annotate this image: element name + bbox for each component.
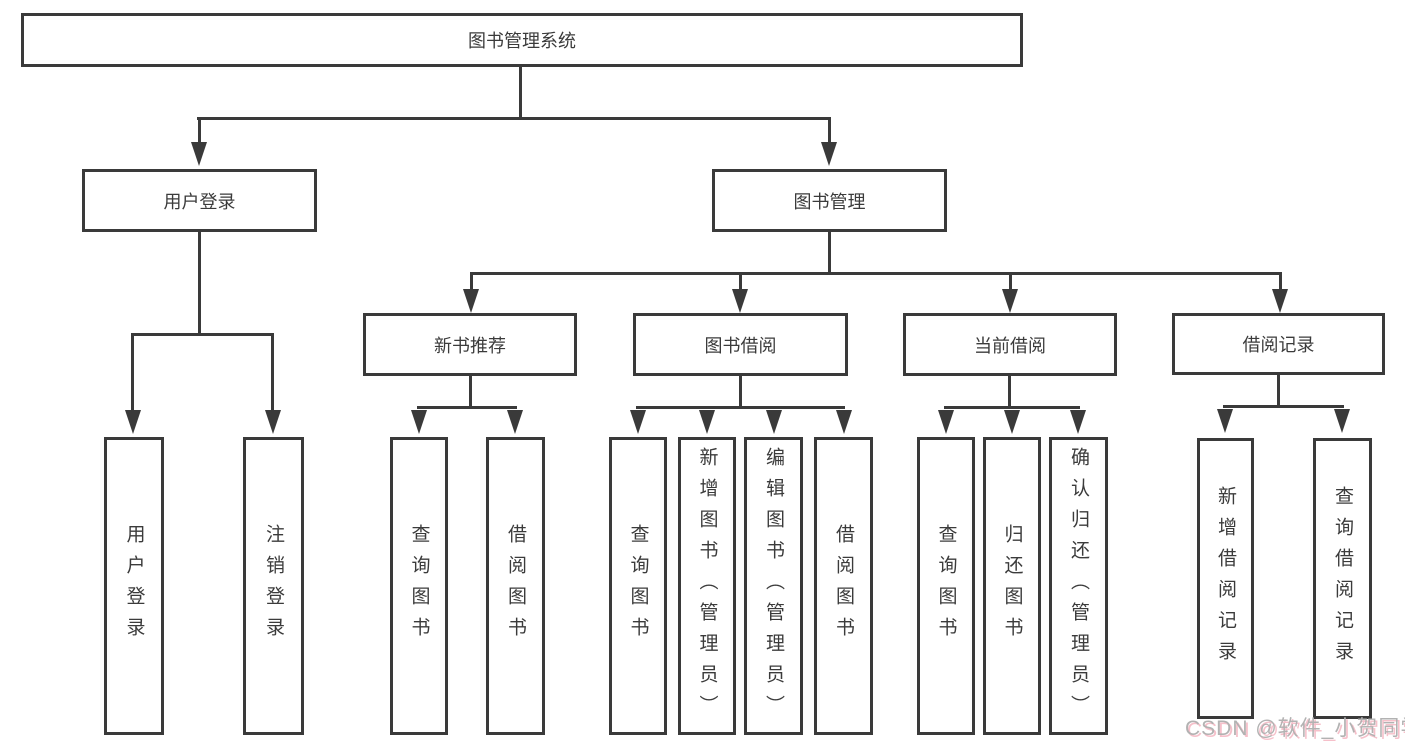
- node-borrow-record: 借阅记录: [1172, 313, 1385, 375]
- connector-line: [944, 406, 1080, 409]
- leaf-query-borrow-record: 查询借阅记录: [1313, 438, 1372, 719]
- arrow-down-icon: [125, 410, 141, 434]
- leaf-user-login: 用户登录: [104, 437, 164, 735]
- connector-line: [828, 232, 831, 275]
- arrow-down-icon: [265, 410, 281, 434]
- leaf-add-book-admin: 新增图书（管理员）: [678, 437, 736, 735]
- arrow-down-icon: [191, 142, 207, 166]
- arrow-down-icon: [1334, 409, 1350, 433]
- connector-line: [198, 120, 201, 143]
- leaf-confirm-return-admin: 确认归还（管理员）: [1049, 437, 1108, 735]
- connector-line: [197, 117, 831, 120]
- leaf-query-book-3: 查询图书: [917, 437, 975, 735]
- connector-line: [519, 67, 522, 120]
- leaf-edit-book-admin: 编辑图书（管理员）: [744, 437, 803, 735]
- connector-line: [198, 232, 201, 336]
- connector-line: [828, 120, 831, 143]
- node-root: 图书管理系统: [21, 13, 1023, 67]
- connector-line: [739, 275, 742, 290]
- leaf-return-book: 归还图书: [983, 437, 1041, 735]
- arrow-down-icon: [732, 289, 748, 313]
- connector-line: [1223, 405, 1344, 408]
- arrow-down-icon: [766, 410, 782, 434]
- leaf-query-book-1: 查询图书: [390, 437, 448, 735]
- csdn-watermark: CSDN @软件_小贺同学: [1185, 717, 1405, 740]
- leaf-query-book-2: 查询图书: [609, 437, 667, 735]
- arrow-down-icon: [1272, 289, 1288, 313]
- leaf-logout: 注销登录: [243, 437, 304, 735]
- node-current-borrow: 当前借阅: [903, 313, 1117, 376]
- leaf-add-borrow-record: 新增借阅记录: [1197, 438, 1254, 719]
- connector-line: [417, 406, 517, 409]
- arrow-down-icon: [411, 410, 427, 434]
- node-book-management: 图书管理: [712, 169, 947, 232]
- arrow-down-icon: [938, 410, 954, 434]
- arrow-down-icon: [463, 289, 479, 313]
- arrow-down-icon: [507, 410, 523, 434]
- connector-line: [636, 406, 845, 409]
- arrow-down-icon: [699, 410, 715, 434]
- node-book-borrow: 图书借阅: [633, 313, 848, 376]
- arrow-down-icon: [1070, 410, 1086, 434]
- leaf-borrow-book-1: 借阅图书: [486, 437, 545, 735]
- leaf-borrow-book-2: 借阅图书: [814, 437, 873, 735]
- arrow-down-icon: [1217, 409, 1233, 433]
- connector-line: [1009, 275, 1012, 290]
- connector-line: [470, 275, 473, 290]
- connector-line: [1008, 376, 1011, 409]
- node-new-book-recommend: 新书推荐: [363, 313, 577, 376]
- connector-line: [739, 376, 742, 409]
- connector-line: [131, 333, 274, 336]
- connector-line: [469, 376, 472, 409]
- connector-line: [271, 336, 274, 410]
- connector-line: [1279, 275, 1282, 290]
- arrow-down-icon: [1002, 289, 1018, 313]
- arrow-down-icon: [821, 142, 837, 166]
- connector-line: [470, 272, 1282, 275]
- connector-line: [1277, 375, 1280, 408]
- arrow-down-icon: [836, 410, 852, 434]
- arrow-down-icon: [630, 410, 646, 434]
- arrow-down-icon: [1004, 410, 1020, 434]
- node-user-login: 用户登录: [82, 169, 317, 232]
- connector-line: [131, 336, 134, 410]
